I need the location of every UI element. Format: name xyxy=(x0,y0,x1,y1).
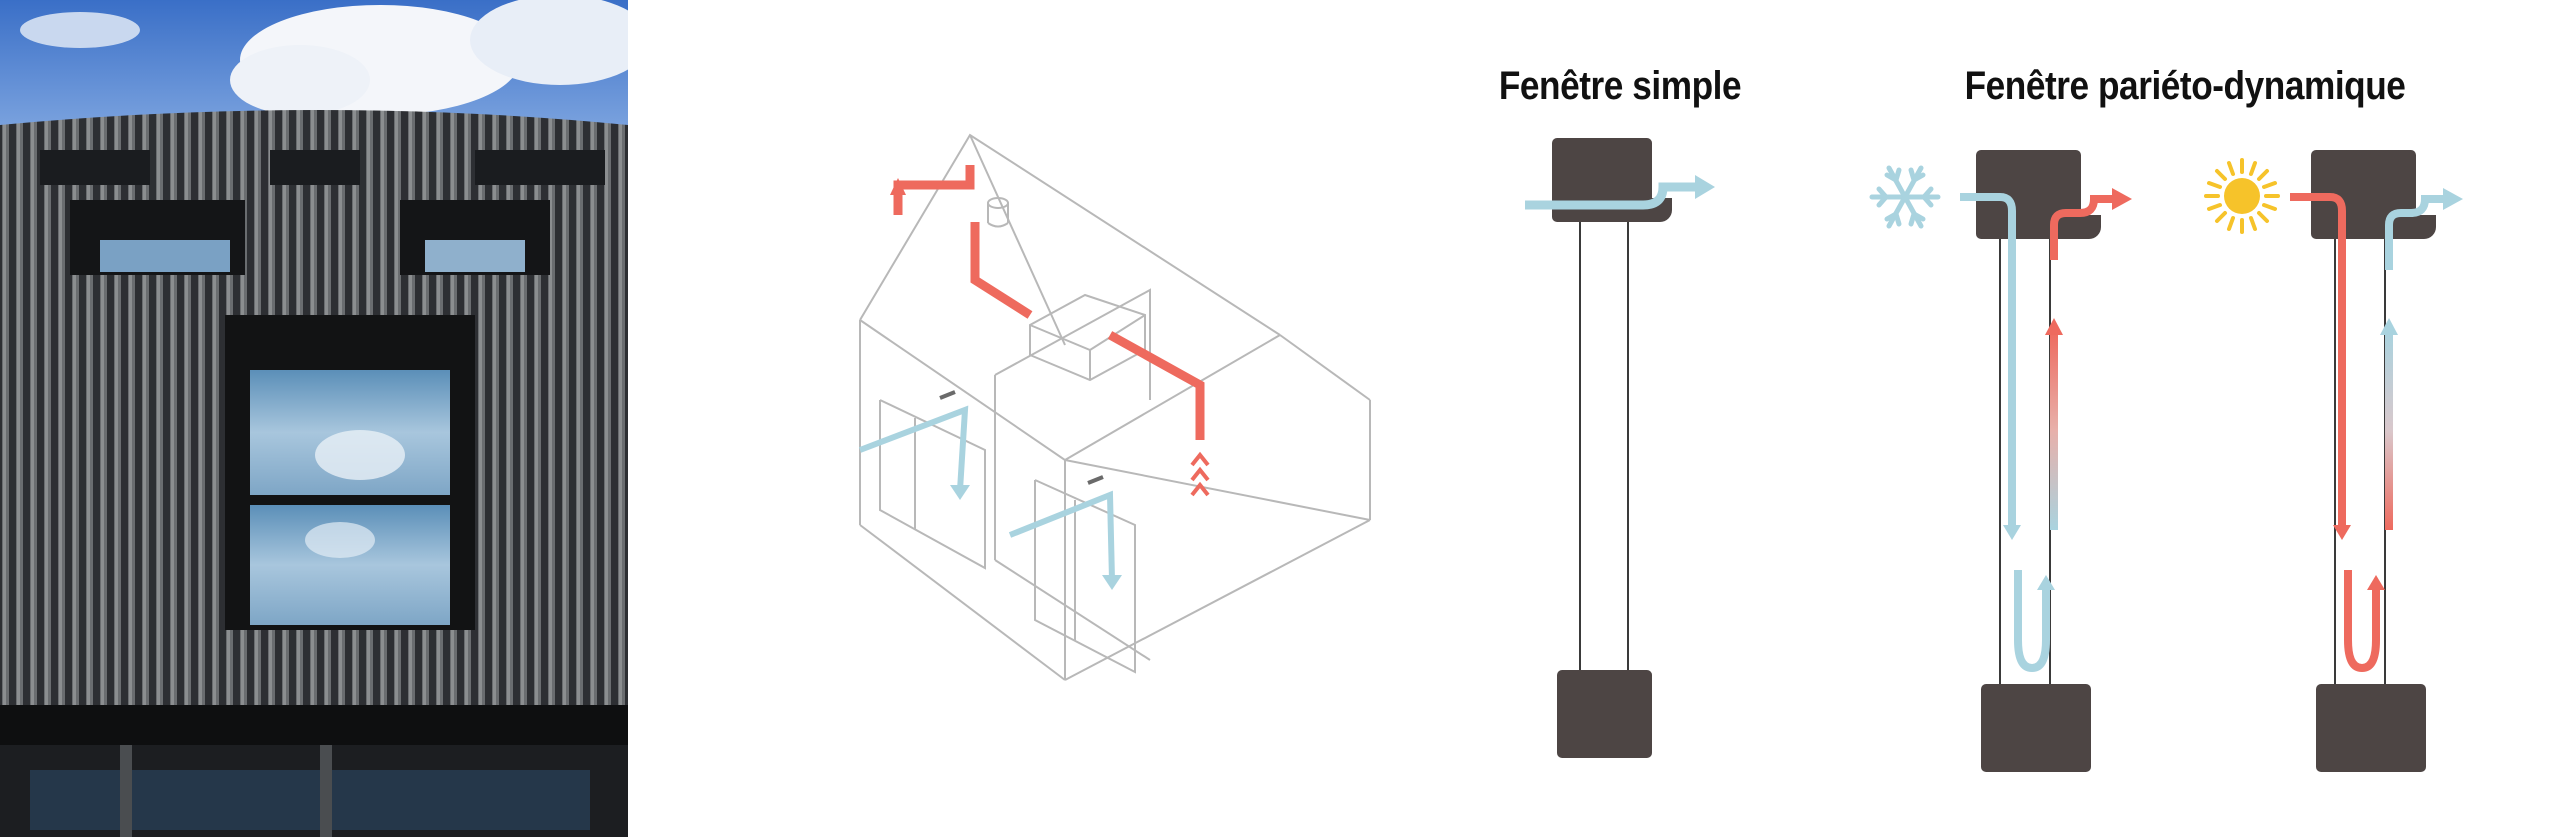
title-dynamic-window: Fenêtre pariéto-dynamique xyxy=(1964,64,2406,108)
warm-air-arrow xyxy=(890,178,906,195)
house-ventilation-diagram xyxy=(820,100,1440,740)
dynamic-window-warm xyxy=(2290,150,2463,772)
facade-photo xyxy=(0,0,628,837)
house-outline xyxy=(859,133,1371,681)
title-simple-window: Fenêtre simple xyxy=(1498,64,1742,108)
cold-air-path-right xyxy=(1008,490,1115,581)
cold-air-path-left xyxy=(858,405,969,491)
warm-air-intake-arrows xyxy=(1190,451,1210,497)
snowflake-icon xyxy=(1869,165,1941,229)
sun-icon xyxy=(2204,158,2280,234)
window-sections xyxy=(1440,0,2560,837)
dynamic-window-cold xyxy=(1960,150,2132,772)
warm-air-path xyxy=(893,165,1205,440)
simple-window xyxy=(1525,138,1715,758)
